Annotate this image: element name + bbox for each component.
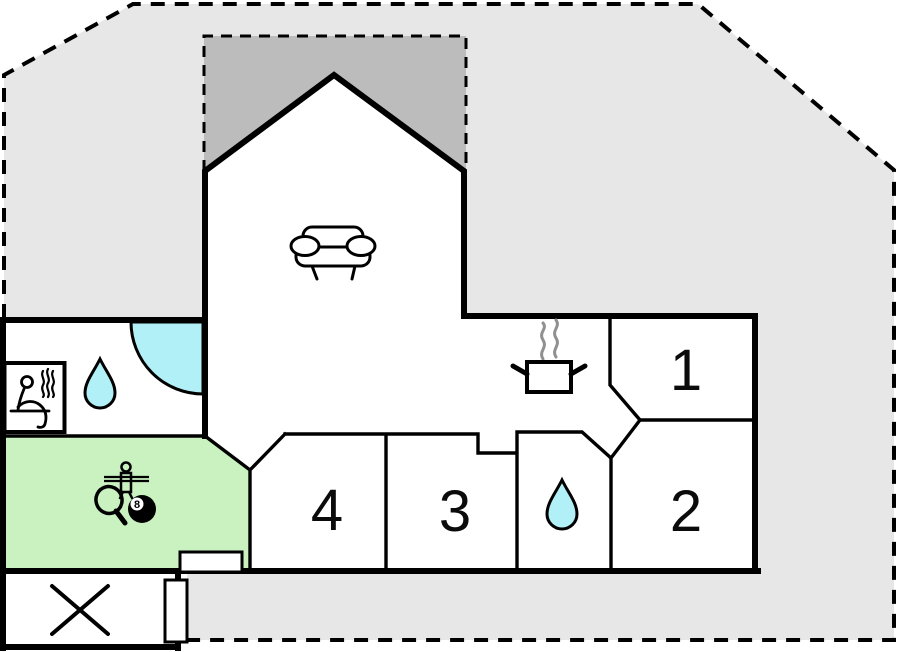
storage-room-floor — [2, 572, 180, 648]
foosball-player-icon — [104, 461, 149, 500]
door-activity-room — [178, 550, 244, 574]
door-storage-room — [163, 578, 189, 644]
sauna-person-icon — [9, 367, 55, 429]
bedroom-3-label: 3 — [439, 479, 471, 544]
bedroom-2-floor — [611, 420, 755, 571]
roof-edge-dashed-line — [202, 34, 468, 171]
interior-walls — [0, 314, 757, 573]
activity-room-floor — [2, 436, 250, 571]
exterior-walls — [0, 71, 761, 651]
bedroom-1-floor — [610, 316, 755, 420]
steam-icon — [553, 318, 559, 359]
cooking-pot-icon — [510, 318, 588, 394]
x-mark-icon — [50, 584, 110, 636]
plot-boundary-dashed-line — [2, 2, 896, 642]
billiard-8-ball-label: 8 — [134, 499, 140, 511]
water-drop-icon-bathroom — [83, 355, 117, 410]
water-drop-icon-wc — [545, 476, 579, 531]
bedroom-3-floor — [386, 434, 517, 571]
sofa-icon — [289, 225, 377, 281]
corner-bathtub-icon — [129, 320, 205, 396]
bedroom-1-label: 1 — [670, 338, 702, 403]
billiard-8-ball-icon: 8 — [128, 495, 156, 523]
roof-overhang — [204, 36, 466, 171]
bedroom-2-label: 2 — [670, 479, 702, 544]
steam-icon — [41, 367, 55, 399]
table-tennis-paddle-icon — [94, 484, 128, 526]
bedroom-4-label: 4 — [311, 478, 343, 543]
bedroom-4-floor — [250, 434, 386, 571]
steam-icon — [540, 321, 546, 361]
